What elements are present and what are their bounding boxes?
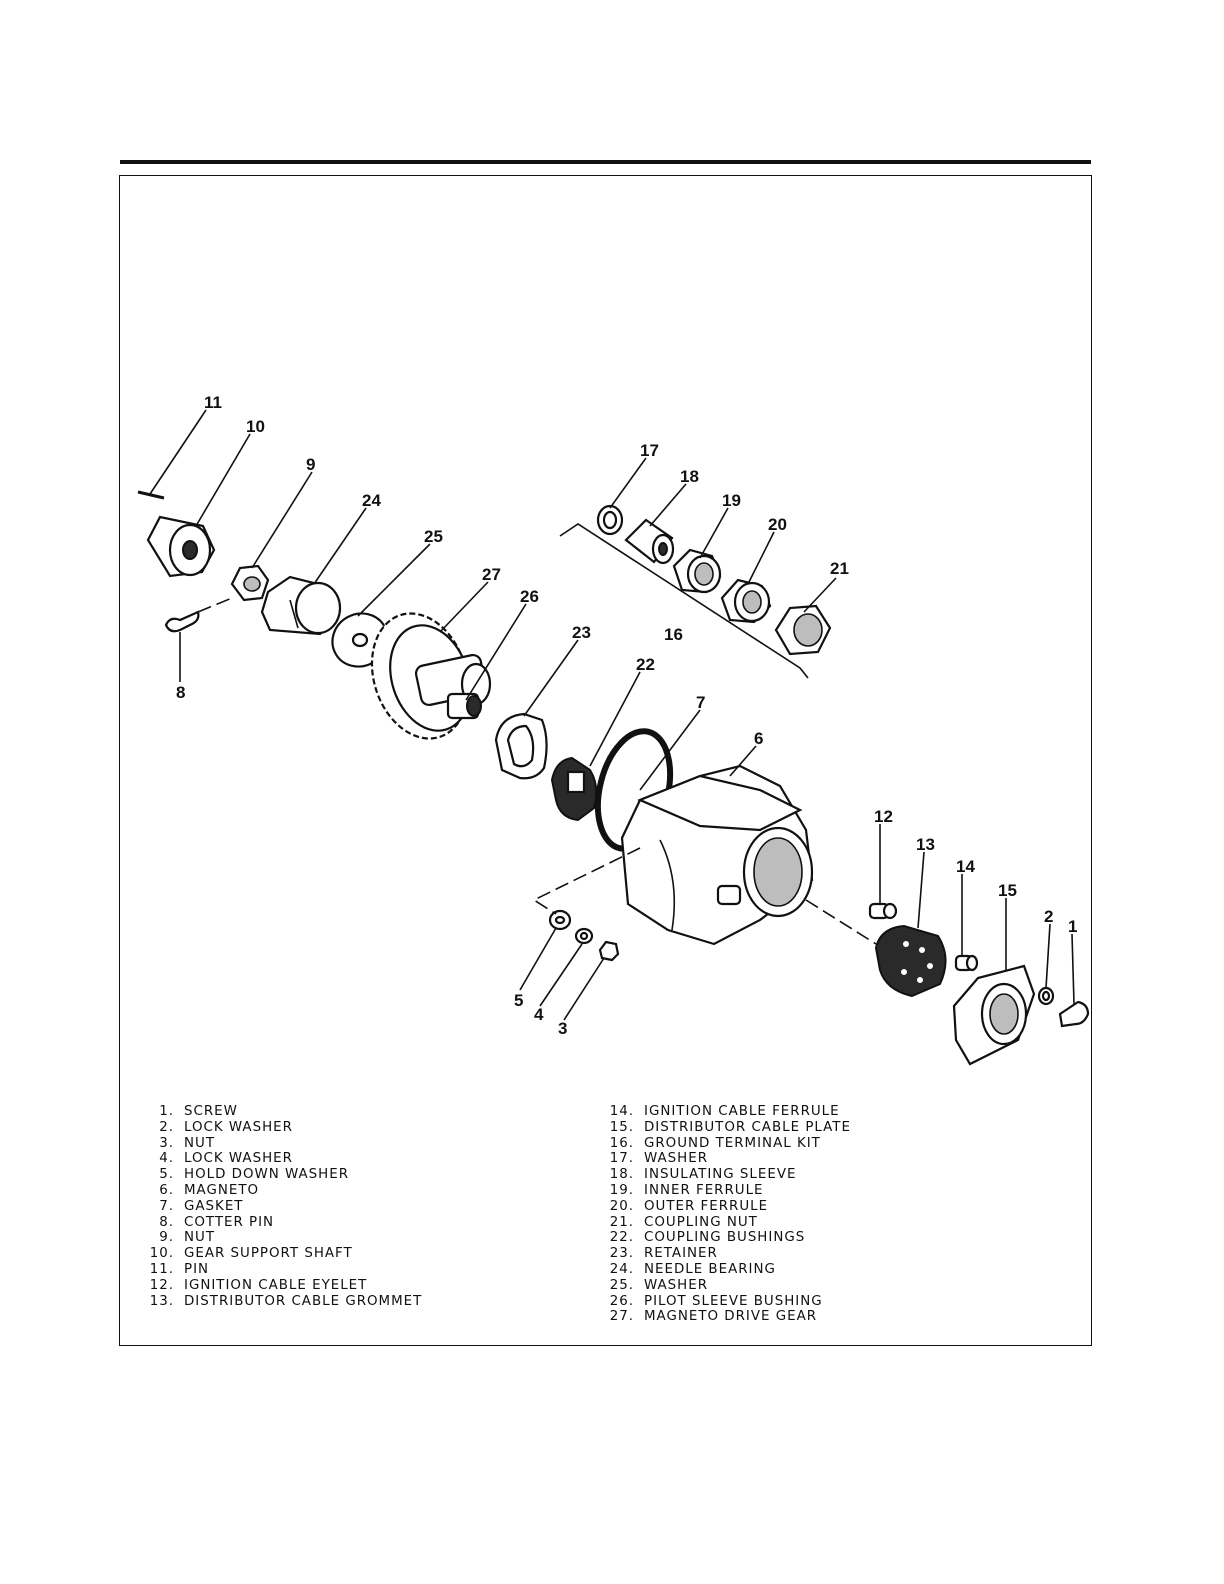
- legend-item: 17.WASHER: [609, 1151, 709, 1167]
- part-lock-washer-4: [574, 927, 594, 945]
- legend-item: 5.HOLD DOWN WASHER: [159, 1167, 350, 1183]
- callout-5: 5: [514, 991, 523, 1010]
- callout-16: 16: [664, 625, 683, 644]
- legend-item: 19.INNER FERRULE: [609, 1182, 764, 1198]
- part-washer-17: [596, 504, 624, 536]
- part-screw: [1058, 1000, 1090, 1028]
- callout-21: 21: [830, 559, 849, 578]
- callout-9: 9: [306, 455, 315, 474]
- part-coupling-bushings: [550, 756, 598, 822]
- legend-item: 1.SCREW: [159, 1104, 238, 1119]
- legend-item: 10.GEAR SUPPORT SHAFT: [149, 1246, 353, 1262]
- leader-lines: [149, 409, 1075, 1021]
- legend-item: 15.DISTRIBUTOR CABLE PLATE: [609, 1119, 851, 1135]
- legend-item: 12.IGNITION CABLE EYELET: [149, 1277, 368, 1293]
- part-distributor-cable-grommet: [874, 924, 947, 998]
- legend-item: 27.MAGNETO DRIVE GEAR: [609, 1309, 818, 1325]
- legend-item: 14.IGNITION CABLE FERRULE: [609, 1104, 840, 1119]
- legend-item: 25.WASHER: [609, 1277, 709, 1293]
- legend-item: 21.COUPLING NUT: [609, 1214, 758, 1230]
- legend-item: 11.PIN: [149, 1261, 210, 1277]
- callout-4: 4: [534, 1005, 544, 1024]
- legend-item: 13.DISTRIBUTOR CABLE GROMMET: [149, 1293, 423, 1309]
- legend-item: 4.LOCK WASHER: [159, 1151, 293, 1167]
- callout-1: 1: [1068, 917, 1077, 936]
- legend-item: 7.GASKET: [159, 1198, 244, 1214]
- callout-2: 2: [1044, 907, 1053, 926]
- parts-legend-left: 1.SCREW 2.LOCK WASHER 3.NUT 4.LOCK WASHE…: [136, 1104, 422, 1309]
- part-nut-3: [598, 940, 620, 962]
- legend-item: 6.MAGNETO: [159, 1182, 260, 1198]
- part-ignition-cable-ferrule: [954, 954, 979, 972]
- callout-3: 3: [558, 1019, 567, 1038]
- legend-item: 9.NUT: [159, 1230, 215, 1246]
- callout-15: 15: [998, 881, 1017, 900]
- assembly-line: [805, 899, 877, 945]
- callout-11: 11: [204, 393, 222, 412]
- legend-item: 22.COUPLING BUSHINGS: [609, 1230, 806, 1246]
- legend-item: 26.PILOT SLEEVE BUSHING: [609, 1293, 823, 1309]
- callout-18: 18: [680, 467, 699, 486]
- callout-10: 10: [246, 417, 265, 436]
- part-insulating-sleeve: [624, 518, 675, 565]
- part-nut: [230, 564, 270, 602]
- part-ignition-cable-eyelet: [868, 902, 898, 920]
- top-rule: [120, 160, 1091, 164]
- callout-14: 14: [956, 857, 975, 876]
- callout-20: 20: [768, 515, 787, 534]
- callout-23: 23: [572, 623, 591, 642]
- part-coupling-nut: [774, 604, 832, 656]
- legend-item: 23.RETAINER: [609, 1246, 718, 1262]
- callout-13: 13: [916, 835, 935, 854]
- part-pilot-sleeve-bushing: [446, 692, 482, 720]
- callout-6: 6: [754, 729, 763, 748]
- part-needle-bearing: [260, 575, 342, 636]
- parts-legend-right: 14.IGNITION CABLE FERRULE 15.DISTRIBUTOR…: [596, 1104, 851, 1325]
- callout-7: 7: [696, 693, 705, 712]
- part-gear-support-shaft: [146, 515, 216, 578]
- part-retainer: [494, 712, 548, 780]
- assembly-line: [197, 597, 233, 613]
- figure-frame: [119, 175, 1092, 1346]
- part-hold-down-washer: [548, 909, 572, 931]
- part-outer-ferrule: [720, 578, 772, 624]
- kit-bracket: [559, 523, 809, 679]
- callout-25: 25: [424, 527, 443, 546]
- legend-item: 3.NUT: [159, 1135, 215, 1151]
- callout-8: 8: [176, 683, 185, 702]
- legend-item: 8.COTTER PIN: [159, 1214, 275, 1230]
- part-magneto: [620, 764, 814, 946]
- part-pin: [137, 490, 165, 500]
- legend-item: 18.INSULATING SLEEVE: [609, 1167, 797, 1183]
- callout-19: 19: [722, 491, 741, 510]
- legend-item: 16.GROUND TERMINAL KIT: [609, 1135, 821, 1151]
- callout-26: 26: [520, 587, 539, 606]
- callout-17: 17: [640, 441, 659, 460]
- legend-item: 24.NEEDLE BEARING: [609, 1261, 776, 1277]
- legend-item: 2.LOCK WASHER: [159, 1119, 293, 1135]
- part-inner-ferrule: [672, 548, 722, 594]
- callout-22: 22: [636, 655, 655, 674]
- part-cotter-pin: [164, 610, 200, 633]
- legend-item: 20.OUTER FERRULE: [609, 1198, 769, 1214]
- callout-27: 27: [482, 565, 501, 584]
- part-lock-washer-2: [1037, 986, 1055, 1006]
- callout-24: 24: [362, 491, 381, 510]
- callout-12: 12: [874, 807, 893, 826]
- part-distributor-cable-plate: [952, 964, 1036, 1066]
